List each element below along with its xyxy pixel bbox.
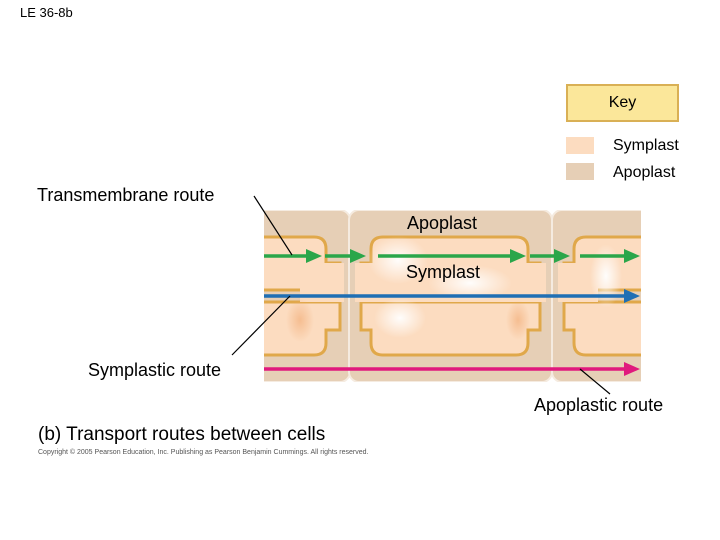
arrowhead [554, 249, 570, 263]
transmembrane-leader-line [253, 195, 293, 256]
caption-text: Transport routes between cells [66, 424, 326, 445]
symplastic-route-arrow [264, 289, 640, 303]
key-symplast-label: Symplast [613, 137, 679, 154]
symplastic-leader-line [231, 295, 291, 356]
transmembrane-route-arrows [264, 249, 640, 263]
cytoplasm-left [264, 235, 344, 357]
arrowhead [624, 289, 640, 303]
figure-caption: (b) Transport routes between cells [38, 424, 325, 446]
arrowhead [624, 362, 640, 376]
symplast-region-label: Symplast [406, 262, 481, 282]
key-title: Key [608, 94, 637, 111]
caption-part-label: (b) [38, 424, 62, 445]
apoplast-swatch [566, 163, 594, 180]
leader-lines [231, 195, 611, 395]
key-apoplast-label: Apoplast [613, 164, 676, 181]
apoplastic-route-label: Apoplastic route [534, 395, 664, 415]
symplast-swatch [566, 137, 594, 154]
key-box: Key [566, 84, 679, 122]
copyright-notice: Copyright © 2005 Pearson Education, Inc.… [38, 449, 369, 456]
apoplastic-route-arrow [264, 362, 640, 376]
arrowhead [624, 249, 640, 263]
apoplastic-leader-line [579, 368, 611, 395]
transmembrane-route-label: Transmembrane route [37, 185, 215, 205]
arrowhead [510, 249, 526, 263]
slide-label: LE 36-8b [20, 5, 73, 20]
apoplast-region-label: Apoplast [407, 213, 478, 233]
arrowhead [350, 249, 366, 263]
arrowhead [306, 249, 322, 263]
symplastic-route-label: Symplastic route [88, 360, 222, 380]
